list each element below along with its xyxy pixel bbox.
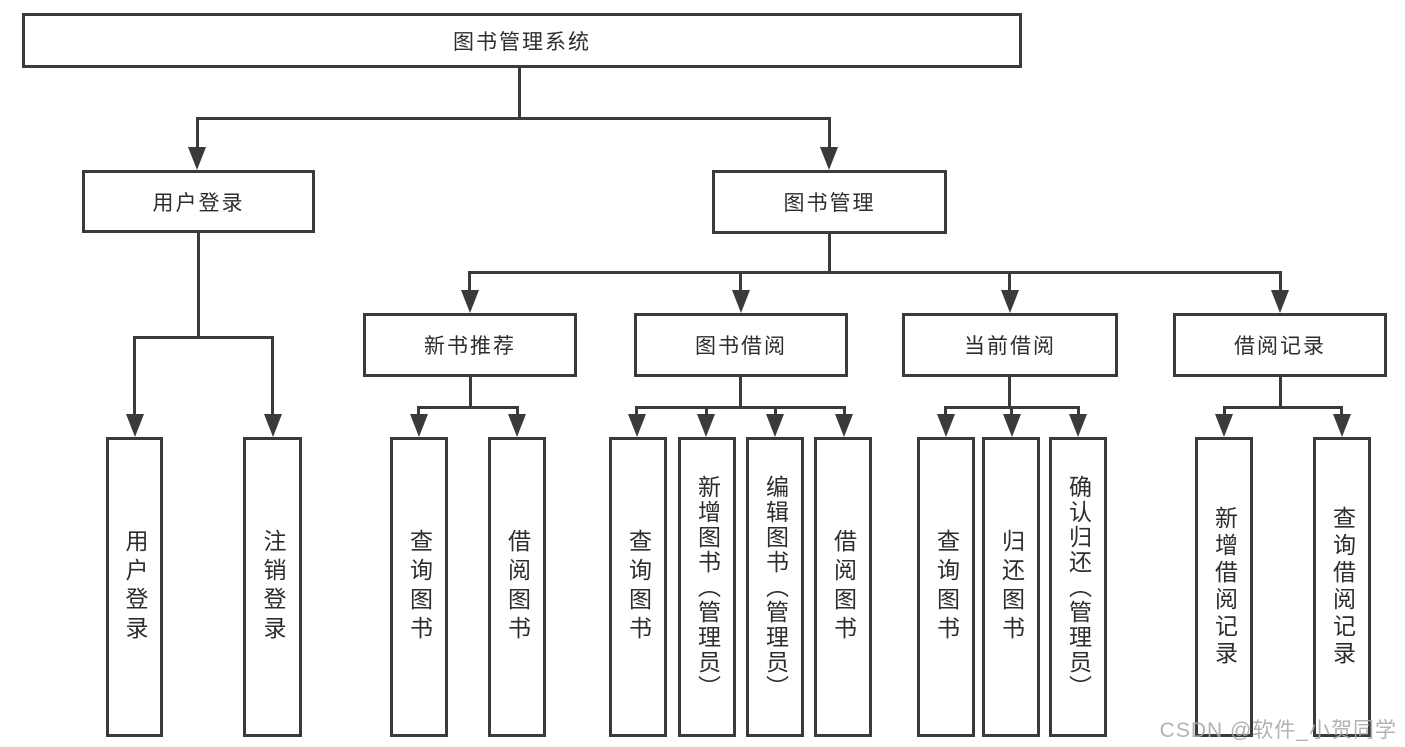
connector-bookborrow-drop-1 bbox=[635, 406, 638, 416]
connector-bookborrow-drop-2 bbox=[705, 406, 708, 416]
connector-curborrow-drop-3 bbox=[1077, 406, 1080, 416]
node-borrow-records-label: 借阅记录 bbox=[1234, 335, 1326, 358]
leaf-bb-query-books-label: 查询图书 bbox=[625, 529, 652, 645]
arrowhead-borrow-records bbox=[1271, 290, 1289, 313]
connector-bookmgmt-drop-1 bbox=[468, 271, 471, 292]
connector-bookmgmt-drop-2 bbox=[739, 271, 742, 292]
node-new-rec-label: 新书推荐 bbox=[424, 335, 516, 358]
arrowhead-user-login bbox=[188, 147, 206, 170]
leaf-newrec-query-books: 查询图书 bbox=[390, 437, 448, 737]
leaf-newrec-query-books-label: 查询图书 bbox=[406, 529, 433, 645]
node-book-mgmt-label: 图书管理 bbox=[783, 192, 876, 215]
connector-records-drop-2 bbox=[1340, 406, 1343, 416]
arrowhead-rec-query bbox=[1333, 414, 1351, 437]
connector-bookborrow-drop-3 bbox=[774, 406, 777, 416]
connector-userlogin-horizontal bbox=[133, 336, 274, 339]
connector-userlogin-stem bbox=[197, 233, 200, 338]
leaf-add-borrow-record-label: 新增借阅记录 bbox=[1211, 506, 1238, 668]
arrowhead-leaf-user-login bbox=[126, 414, 144, 437]
arrowhead-newrec-borrow bbox=[508, 414, 526, 437]
leaf-cb-confirm-return-admin: 确认归还（管理员） bbox=[1049, 437, 1107, 737]
arrowhead-bb-borrow bbox=[835, 414, 853, 437]
connector-curborrow-drop-1 bbox=[944, 406, 947, 416]
node-root-label: 图书管理系统 bbox=[453, 30, 591, 54]
csdn-watermark: CSDN @软件_小贺同学 bbox=[1159, 719, 1397, 742]
connector-root-stem bbox=[518, 68, 521, 118]
arrowhead-book-mgmt bbox=[820, 147, 838, 170]
leaf-cb-query-books: 查询图书 bbox=[917, 437, 975, 737]
arrowhead-bb-add bbox=[697, 414, 715, 437]
arrowhead-cb-query bbox=[937, 414, 955, 437]
leaf-cb-return-books-label: 归还图书 bbox=[998, 529, 1025, 645]
leaf-bb-edit-books-admin-label: 编辑图书（管理员） bbox=[762, 474, 789, 700]
connector-newrec-stem bbox=[469, 377, 472, 408]
node-borrow-records: 借阅记录 bbox=[1173, 313, 1387, 377]
node-book-borrow: 图书借阅 bbox=[634, 313, 848, 377]
connector-newrec-drop-1 bbox=[417, 406, 420, 416]
node-current-borrow-label: 当前借阅 bbox=[964, 335, 1056, 358]
connector-root-drop-right bbox=[828, 117, 831, 150]
arrowhead-bb-edit bbox=[766, 414, 784, 437]
node-new-rec: 新书推荐 bbox=[363, 313, 577, 377]
leaf-cb-return-books: 归还图书 bbox=[982, 437, 1040, 737]
leaf-newrec-borrow-books-label: 借阅图书 bbox=[504, 529, 531, 645]
leaf-logout: 注销登录 bbox=[243, 437, 302, 737]
connector-records-stem bbox=[1279, 377, 1282, 408]
arrowhead-rec-add bbox=[1215, 414, 1233, 437]
connector-bookmgmt-stem bbox=[828, 234, 831, 274]
arrowhead-newrec-query bbox=[410, 414, 428, 437]
leaf-bb-edit-books-admin: 编辑图书（管理员） bbox=[746, 437, 804, 737]
leaf-user-login-label: 用户登录 bbox=[122, 529, 148, 645]
node-book-mgmt: 图书管理 bbox=[712, 170, 947, 234]
leaf-user-login: 用户登录 bbox=[106, 437, 163, 737]
connector-bookborrow-horizontal bbox=[635, 406, 846, 409]
connector-records-horizontal bbox=[1223, 406, 1343, 409]
leaf-add-borrow-record: 新增借阅记录 bbox=[1195, 437, 1253, 737]
connector-records-drop-1 bbox=[1223, 406, 1226, 416]
leaf-cb-confirm-return-admin-label: 确认归还（管理员） bbox=[1065, 474, 1092, 700]
arrowhead-cb-confirm bbox=[1069, 414, 1087, 437]
arrowhead-current-borrow bbox=[1001, 290, 1019, 313]
arrowhead-bb-query bbox=[628, 414, 646, 437]
connector-newrec-horizontal bbox=[417, 406, 519, 409]
connector-newrec-drop-2 bbox=[516, 406, 519, 416]
connector-bookmgmt-horizontal bbox=[468, 271, 1282, 274]
arrowhead-new-rec bbox=[461, 290, 479, 313]
leaf-logout-label: 注销登录 bbox=[260, 529, 286, 645]
leaf-bb-add-books-admin: 新增图书（管理员） bbox=[678, 437, 736, 737]
leaf-bb-borrow-books-label: 借阅图书 bbox=[830, 529, 857, 645]
leaf-query-borrow-record-label: 查询借阅记录 bbox=[1329, 506, 1356, 668]
connector-bookborrow-drop-4 bbox=[843, 406, 846, 416]
node-user-login-label: 用户登录 bbox=[152, 191, 245, 215]
leaf-bb-query-books: 查询图书 bbox=[609, 437, 667, 737]
leaf-cb-query-books-label: 查询图书 bbox=[933, 529, 960, 645]
connector-root-horizontal bbox=[197, 117, 831, 120]
connector-userlogin-drop-1 bbox=[133, 336, 136, 416]
connector-bookborrow-stem bbox=[739, 377, 742, 408]
node-current-borrow: 当前借阅 bbox=[902, 313, 1118, 377]
connector-bookmgmt-drop-4 bbox=[1279, 271, 1282, 292]
leaf-newrec-borrow-books: 借阅图书 bbox=[488, 437, 546, 737]
connector-bookmgmt-drop-3 bbox=[1008, 271, 1011, 292]
node-book-borrow-label: 图书借阅 bbox=[695, 335, 787, 358]
leaf-bb-borrow-books: 借阅图书 bbox=[814, 437, 872, 737]
arrowhead-leaf-logout bbox=[264, 414, 282, 437]
leaf-bb-add-books-admin-label: 新增图书（管理员） bbox=[694, 474, 721, 700]
node-root: 图书管理系统 bbox=[22, 13, 1022, 68]
connector-curborrow-drop-2 bbox=[1010, 406, 1013, 416]
arrowhead-book-borrow bbox=[732, 290, 750, 313]
connector-root-drop-left bbox=[196, 117, 199, 150]
node-user-login: 用户登录 bbox=[82, 170, 315, 233]
connector-curborrow-stem bbox=[1008, 377, 1011, 408]
arrowhead-cb-return bbox=[1003, 414, 1021, 437]
connector-userlogin-drop-2 bbox=[271, 336, 274, 416]
leaf-query-borrow-record: 查询借阅记录 bbox=[1313, 437, 1371, 737]
